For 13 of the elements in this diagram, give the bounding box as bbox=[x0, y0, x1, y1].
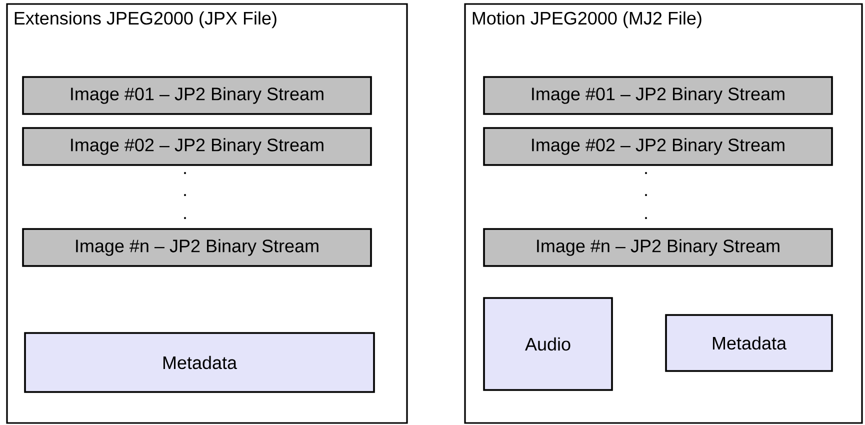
data-box: Audio bbox=[483, 297, 613, 391]
stream-box: Image #01 – JP2 Binary Stream bbox=[483, 76, 833, 115]
ellipsis-dot: . bbox=[184, 217, 186, 219]
ellipsis-dot: . bbox=[184, 194, 186, 196]
stream-box: Image #02 – JP2 Binary Stream bbox=[483, 127, 833, 166]
ellipsis-dot: . bbox=[645, 194, 647, 196]
data-box: Metadata bbox=[665, 314, 833, 372]
ellipsis-dot: . bbox=[645, 217, 647, 219]
stream-box: Image #01 – JP2 Binary Stream bbox=[22, 76, 372, 115]
stream-box: Image #02 – JP2 Binary Stream bbox=[22, 127, 372, 166]
data-box: Metadata bbox=[24, 332, 375, 393]
stream-box: Image #n – JP2 Binary Stream bbox=[22, 228, 372, 267]
stream-box: Image #n – JP2 Binary Stream bbox=[483, 228, 833, 267]
